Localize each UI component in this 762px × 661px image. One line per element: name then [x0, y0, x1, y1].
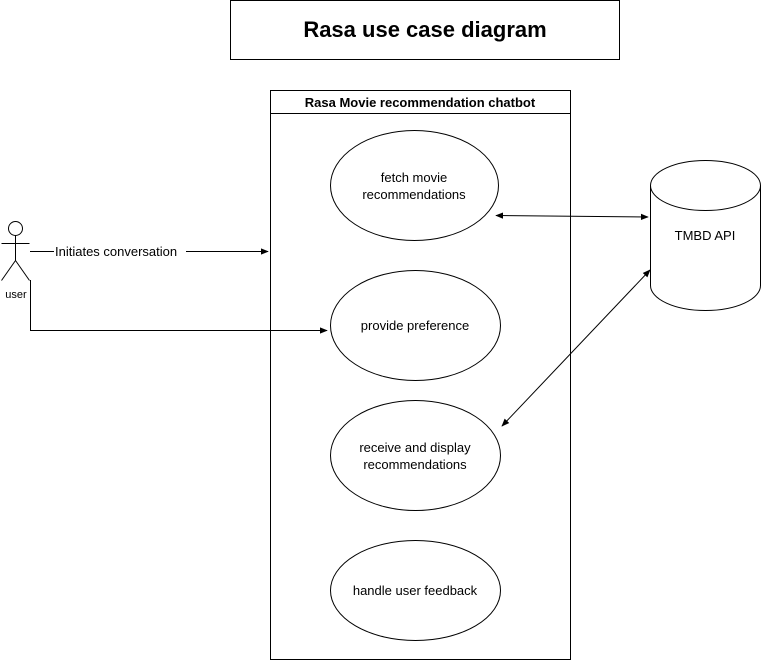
- database-cylinder-icon: [650, 185, 761, 311]
- title-box: [230, 0, 620, 60]
- use-case-provide-preference: provide preference: [330, 270, 501, 381]
- use-case-display-recommendations: receive and display recommendations: [330, 400, 501, 511]
- actor-left-leg: [1, 260, 16, 281]
- connector-label-bg: [54, 243, 186, 259]
- diagram-title: Rasa use case diagram: [230, 0, 620, 60]
- use-case-ellipse: [330, 270, 501, 381]
- cylinder-top: [650, 160, 761, 211]
- connector-api-display: [501, 269, 651, 427]
- use-case-label: recommendations: [363, 457, 467, 472]
- actor-right-leg: [15, 260, 30, 281]
- actor-head-icon: [8, 221, 23, 236]
- use-case-fetch-recommendations: fetch movie recommendations: [330, 130, 499, 241]
- use-case-ellipse: [330, 130, 499, 241]
- use-case-label: provide preference: [361, 318, 469, 333]
- use-case-ellipse: [330, 400, 501, 511]
- use-case-handle-feedback: handle user feedback: [330, 540, 501, 641]
- use-case-ellipse: [330, 540, 501, 641]
- connector-fetch-api: [495, 212, 649, 221]
- connector-line: [495, 212, 649, 221]
- external-system-name: TMBD API: [675, 228, 736, 243]
- use-case-label: fetch movie: [381, 170, 447, 185]
- use-case-label: handle user feedback: [353, 583, 478, 598]
- connector-user-to-preference: [30, 280, 328, 334]
- connector-initiates-conversation: Initiates conversation: [30, 243, 269, 259]
- actor-user: user: [1, 221, 30, 301]
- connector-line: [501, 269, 651, 427]
- connector-line: [30, 280, 328, 334]
- use-case-label: receive and display: [359, 440, 471, 455]
- title-text: Rasa use case diagram: [303, 17, 546, 42]
- connector-label: Initiates conversation: [55, 244, 177, 259]
- system-name: Rasa Movie recommendation chatbot: [305, 95, 536, 110]
- external-system-tmbd-api: TMBD API: [650, 160, 761, 311]
- actor-name: user: [5, 289, 27, 301]
- use-case-label: recommendations: [362, 187, 466, 202]
